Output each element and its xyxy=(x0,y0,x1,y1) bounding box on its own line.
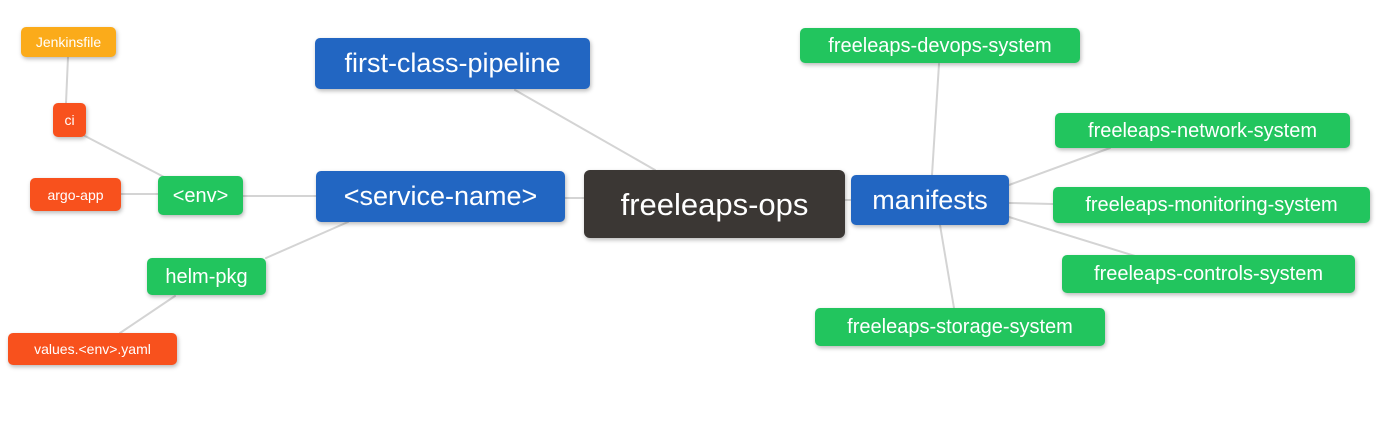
node-freeleaps-network-system[interactable]: freeleaps-network-system xyxy=(1055,113,1350,148)
node-env[interactable]: <env> xyxy=(158,176,243,215)
edge-manifests-storage xyxy=(939,224,955,309)
node-ci[interactable]: ci xyxy=(53,103,86,137)
edge-pipeline-freeleapsops xyxy=(514,89,656,171)
node-manifests[interactable]: manifests xyxy=(851,175,1009,225)
edge-ci-env xyxy=(84,135,165,178)
node-jenkinsfile[interactable]: Jenkinsfile xyxy=(21,27,116,57)
node-freeleaps-monitoring-system[interactable]: freeleaps-monitoring-system xyxy=(1053,187,1370,223)
edge-helmpkg-values xyxy=(119,295,176,334)
node-freeleaps-devops-system[interactable]: freeleaps-devops-system xyxy=(800,28,1080,63)
node-values-env-yaml[interactable]: values.<env>.yaml xyxy=(8,333,177,365)
node-freeleaps-ops[interactable]: freeleaps-ops xyxy=(584,170,845,238)
node-freeleaps-storage-system[interactable]: freeleaps-storage-system xyxy=(815,308,1105,346)
node-first-class-pipeline[interactable]: first-class-pipeline xyxy=(315,38,590,89)
node-service-name[interactable]: <service-name> xyxy=(316,171,565,222)
node-argo-app[interactable]: argo-app xyxy=(30,178,121,211)
node-freeleaps-controls-system[interactable]: freeleaps-controls-system xyxy=(1062,255,1355,293)
edge-manifests-network xyxy=(1008,147,1111,186)
edge-manifests-monitoring xyxy=(1008,202,1054,205)
edge-manifests-devops xyxy=(931,63,940,176)
edge-jenkinsfile-ci xyxy=(65,56,69,104)
node-helm-pkg[interactable]: helm-pkg xyxy=(147,258,266,295)
edge-manifests-controls xyxy=(1008,216,1136,257)
edge-servicename-helmpkg xyxy=(265,221,349,259)
